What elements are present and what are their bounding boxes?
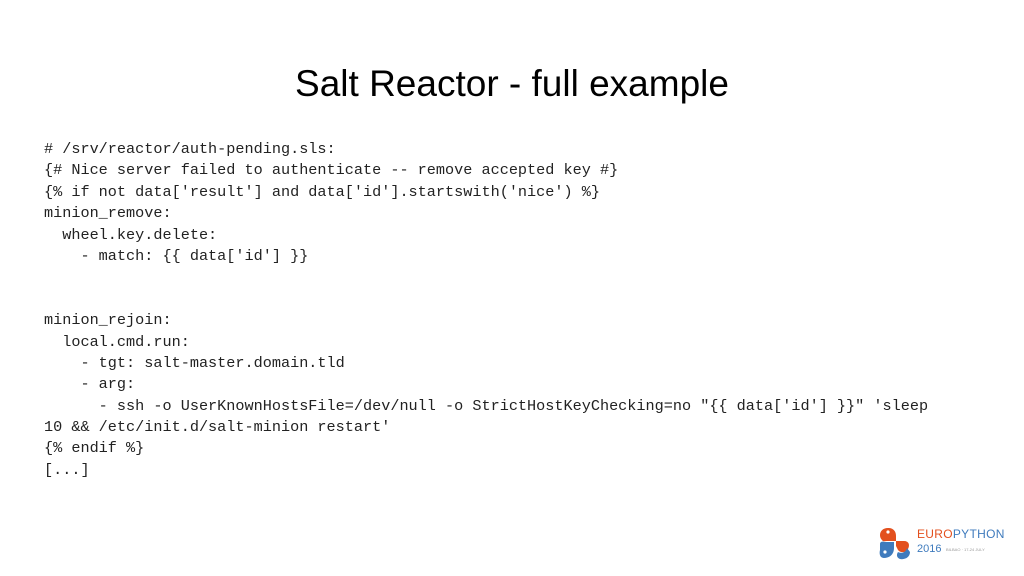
code-line: local.cmd.run:: [44, 332, 190, 351]
code-line: {% if not data['result'] and data['id'].…: [44, 182, 600, 201]
code-line: [44, 289, 1004, 310]
code-line: minion_remove:: [44, 204, 172, 223]
code-line: - tgt: salt-master.domain.tld: [44, 353, 345, 372]
logo-wordmark: EUROPYTHON: [917, 527, 1005, 541]
code-line: # /srv/reactor/auth-pending.sls:: [44, 140, 336, 158]
logo-subtitle: BILBAO · 17-24 JULY: [946, 547, 985, 552]
code-line: {# Nice server failed to authenticate --…: [44, 161, 619, 180]
europython-snake-icon: [879, 528, 910, 560]
code-line: - arg:: [44, 375, 136, 394]
europython-logo: EUROPYTHON 2016 BILBAO · 17-24 JULY: [876, 522, 1004, 564]
code-line: {% endif %}: [44, 439, 145, 458]
code-line: 10 && /etc/init.d/salt-minion restart': [44, 418, 391, 437]
slide-title: Salt Reactor - full example: [295, 63, 729, 104]
logo-year: 2016: [917, 543, 942, 555]
code-line: minion_rejoin:: [44, 311, 172, 330]
code-line: [...]: [44, 460, 90, 479]
code-line: - match: {{ data['id'] }}: [44, 246, 309, 265]
code-line: wheel.key.delete:: [44, 225, 218, 244]
code-block: # /srv/reactor/auth-pending.sls: {# Nice…: [44, 139, 1004, 481]
code-line: [44, 267, 1004, 288]
code-line: - ssh -o UserKnownHostsFile=/dev/null -o…: [44, 396, 929, 415]
